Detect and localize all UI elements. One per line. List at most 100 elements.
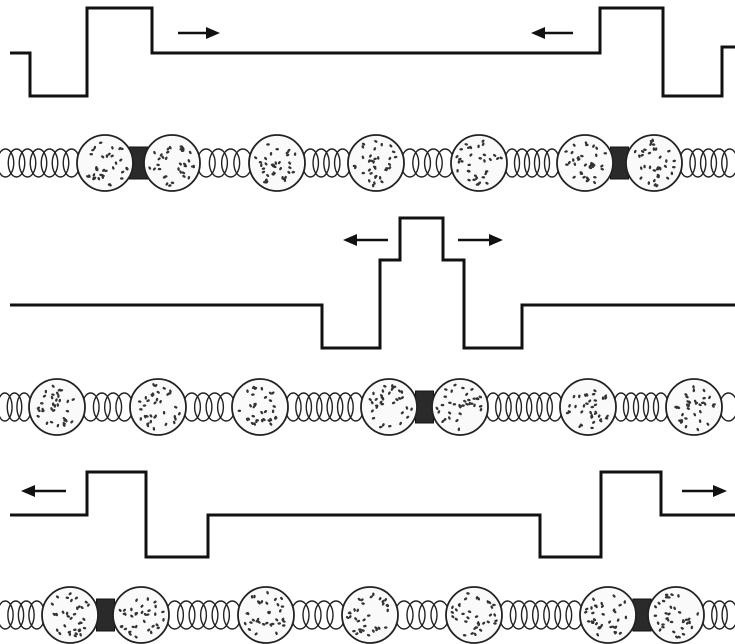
ball-speckle — [263, 395, 268, 399]
ball-speckle — [101, 174, 105, 177]
ball-speckle — [254, 156, 258, 160]
arrow-right-icon — [178, 27, 220, 39]
ball-speckle — [451, 605, 454, 610]
spring-coil — [520, 600, 539, 630]
ball-speckle — [681, 632, 686, 636]
ball-speckle — [361, 145, 365, 149]
ball-speckle — [275, 618, 279, 622]
arrow-left-icon — [531, 27, 573, 39]
ball-speckle — [274, 597, 277, 602]
ball-speckle — [371, 629, 375, 633]
spring-coil — [711, 600, 728, 630]
ball-speckle — [50, 407, 53, 411]
spring-coil — [423, 148, 443, 178]
ball-speckle — [66, 399, 70, 404]
ball-speckle — [281, 624, 286, 627]
ball-speckle — [388, 391, 391, 395]
ball-speckle — [481, 176, 486, 179]
ball-speckle — [373, 157, 377, 161]
mass-ball — [347, 134, 405, 192]
ball-speckle — [187, 159, 191, 163]
ball-speckle — [673, 606, 676, 611]
ball-speckle — [188, 150, 192, 155]
ball-speckle — [67, 630, 72, 634]
ball-speckle — [288, 166, 292, 170]
spring-coil — [515, 392, 533, 422]
ball-speckle — [353, 608, 356, 612]
ball-speckle — [245, 417, 249, 422]
ball-speckle — [463, 399, 467, 403]
ball-speckle — [452, 403, 457, 406]
ball-speckle — [162, 386, 166, 390]
ball-speckle — [357, 597, 361, 601]
ball-speckle — [395, 398, 399, 402]
ball-speckle — [271, 409, 275, 414]
ball-speckle — [653, 605, 657, 609]
ball-speckle — [482, 153, 487, 157]
ball-speckle — [270, 622, 275, 626]
ball-speckle — [170, 181, 175, 185]
ball-speckle — [574, 404, 577, 409]
ball-speckle — [119, 625, 124, 628]
mass-ball — [143, 134, 201, 192]
ball-speckle — [146, 399, 150, 403]
ball-speckle — [63, 418, 67, 422]
arrow-left-icon — [343, 234, 388, 246]
ball-speckle — [277, 622, 282, 625]
ball-speckle — [600, 167, 605, 171]
ball-speckle — [169, 389, 172, 393]
ball-speckle — [711, 404, 715, 408]
ball-speckle — [375, 628, 379, 632]
ball-speckle — [79, 633, 82, 637]
ball-speckle — [684, 417, 688, 420]
ball-speckle — [120, 170, 125, 174]
ball-speckle — [361, 142, 366, 146]
spring-coil — [205, 392, 225, 422]
ball-speckle — [151, 624, 155, 628]
ball-speckle — [588, 399, 592, 403]
ball-speckle — [153, 600, 157, 604]
ball-speckle — [153, 150, 156, 155]
ball-speckle — [567, 160, 571, 165]
ball-speckle — [684, 424, 688, 429]
ball-speckle — [461, 404, 465, 407]
ball-speckle — [95, 168, 99, 172]
ball-speckle — [580, 410, 584, 414]
ball-speckle — [624, 615, 628, 620]
spring-coil — [176, 600, 196, 630]
ball-speckle — [164, 422, 168, 427]
panel-1 — [0, 6, 735, 192]
ball-speckle — [684, 393, 688, 397]
ball-speckle — [592, 597, 595, 601]
ball-speckle — [253, 422, 256, 426]
ball-speckle — [261, 167, 266, 170]
ball-speckle — [454, 617, 458, 621]
ball-speckle — [153, 401, 157, 405]
ball-speckle — [479, 407, 483, 412]
ball-speckle — [361, 155, 365, 160]
ball-spring-chain-3 — [0, 586, 735, 644]
ball-speckle — [89, 153, 94, 156]
ball-speckle — [568, 404, 571, 408]
ball-spring-chain-2 — [0, 378, 735, 436]
ball-speckle — [616, 618, 620, 622]
ball-speckle — [51, 402, 55, 407]
ball-speckle — [270, 163, 275, 166]
ball-speckle — [467, 398, 471, 402]
ball-speckle — [380, 142, 383, 147]
ball-speckle — [391, 384, 394, 388]
ball-speckle — [387, 162, 392, 166]
ball-speckle — [371, 416, 376, 420]
ball-speckle — [682, 619, 685, 623]
ball-speckle — [149, 419, 153, 424]
ball-speckle — [159, 399, 162, 404]
ball-speckle — [280, 596, 283, 601]
ball-speckle — [257, 600, 261, 604]
ball-speckle — [608, 620, 612, 624]
ball-speckle — [260, 410, 264, 415]
ball-speckle — [249, 404, 252, 408]
ball-speckle — [373, 166, 377, 170]
ball-speckle — [593, 176, 597, 179]
ball-speckle — [589, 410, 592, 415]
ball-speckle — [49, 420, 54, 424]
